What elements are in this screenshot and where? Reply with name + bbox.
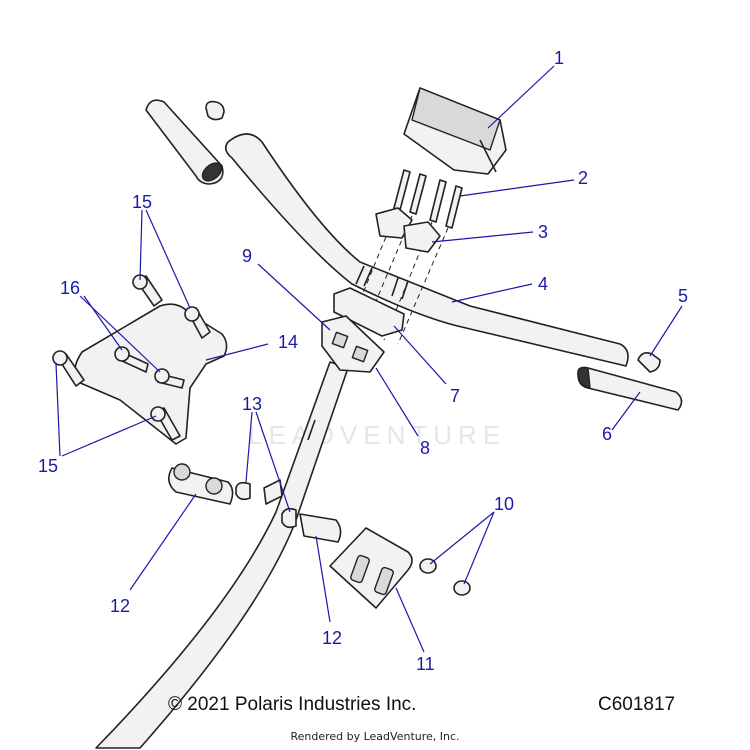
right-grip — [577, 366, 683, 411]
left-grip — [145, 99, 224, 185]
bracket-bolts-16 — [114, 346, 185, 389]
column-mount — [321, 315, 385, 373]
lower-clamp — [333, 287, 405, 337]
leader-lines — [55, 65, 683, 653]
pivot-pins — [235, 479, 297, 529]
steering-column — [95, 361, 349, 749]
bracket-bolts — [52, 274, 211, 441]
callout-15b: 15 — [38, 456, 58, 476]
callout-13: 13 — [242, 394, 262, 414]
copyright-text: © 2021 Polaris Industries Inc. — [168, 694, 417, 715]
callout-1: 1 — [554, 48, 564, 68]
callout-14: 14 — [278, 332, 298, 352]
clamp-bolts — [393, 169, 463, 229]
callout-3: 3 — [538, 222, 548, 242]
callout-9: 9 — [242, 246, 252, 266]
callout-12b: 12 — [322, 628, 342, 648]
handlebar-cover — [403, 87, 507, 175]
callout-10: 10 — [494, 494, 514, 514]
callout-11: 11 — [416, 654, 435, 674]
callouts: 1 2 3 4 5 6 7 8 9 10 11 12 12 13 14 15 1… — [38, 48, 688, 674]
left-end-plug — [205, 100, 225, 121]
column-brackets — [168, 463, 342, 543]
callout-6: 6 — [602, 424, 612, 444]
callout-15a: 15 — [132, 192, 152, 212]
callout-4: 4 — [538, 274, 548, 294]
callout-2: 2 — [578, 168, 588, 188]
callout-5: 5 — [678, 286, 688, 306]
callout-7: 7 — [450, 386, 460, 406]
callout-16: 16 — [60, 278, 80, 298]
switch-plate — [329, 527, 413, 609]
callout-12a: 12 — [110, 596, 130, 616]
nuts — [419, 558, 471, 596]
watermark: LEADVENTURE — [248, 420, 506, 450]
callout-8: 8 — [420, 438, 430, 458]
upper-clamps — [375, 207, 441, 253]
right-end-plug — [637, 352, 661, 373]
figure-id: C601817 — [598, 694, 676, 715]
rendered-by-link[interactable]: Rendered by LeadVenture, Inc. — [290, 730, 460, 743]
handlebar-tube — [224, 133, 629, 367]
